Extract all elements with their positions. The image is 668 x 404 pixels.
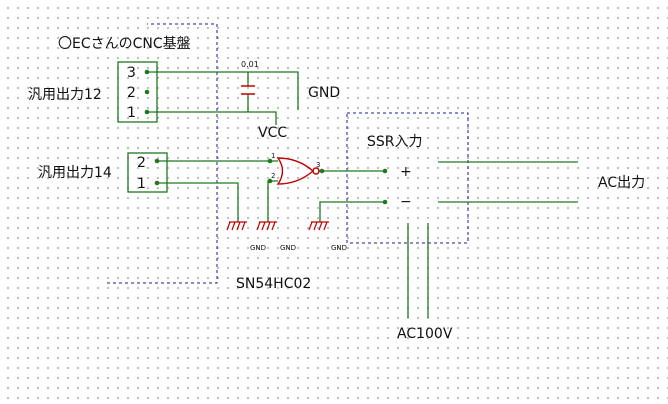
gnd-net-label: GND — [308, 85, 340, 101]
connector-12-pin-3: 3 — [127, 65, 136, 81]
ground-label-1: GND — [250, 244, 266, 252]
board-title: 〇ECさんのCNC基盤 — [58, 35, 191, 52]
ssr-plus-label: + — [400, 164, 412, 180]
ac-input-label: AC100V — [397, 326, 453, 342]
conn14-pin2-dot — [154, 158, 160, 164]
connector-12-pin-2: 2 — [127, 85, 136, 101]
connector-12-label: 汎用出力12 — [28, 87, 102, 103]
ground-symbol-3 — [308, 221, 329, 231]
capacitor-value: 0.01 — [241, 60, 259, 69]
ground-symbol-1 — [226, 221, 247, 231]
ssr-plus-dot — [382, 168, 388, 174]
connector-12-box — [117, 61, 158, 123]
connector-14-label: 汎用出力14 — [38, 165, 112, 181]
wires — [147, 71, 578, 318]
node-dots — [144, 69, 388, 205]
ground-symbol-2 — [256, 221, 277, 231]
gate-in2-dot — [267, 178, 273, 184]
gate-part-label: SN54HC02 — [236, 276, 311, 292]
pin-1-dot — [144, 109, 150, 115]
gate-in1-dot — [267, 158, 273, 164]
connector-14-pin-2: 2 — [137, 155, 146, 171]
capacitor — [241, 85, 255, 95]
gate-pin-3: 3 — [316, 161, 320, 169]
gate-pin-2: 2 — [271, 172, 275, 180]
ground-label-3: GND — [331, 244, 347, 252]
ssr-minus-label: − — [400, 194, 412, 210]
ac-output-label: AC出力 — [598, 175, 645, 191]
nor-gate — [276, 157, 320, 185]
ssr-label: SSR入力 — [367, 134, 423, 150]
conn14-pin1-dot — [154, 180, 160, 186]
connector-14-box — [127, 152, 168, 193]
vcc-net-label: VCC — [258, 125, 287, 141]
pin-2-dot — [144, 89, 150, 95]
gate-pin-1: 1 — [271, 152, 275, 160]
cnc-board-boundary — [107, 23, 218, 284]
connector-12-pin-1: 1 — [127, 105, 136, 121]
gate-out-dot — [319, 168, 325, 174]
ssr-boundary — [346, 112, 469, 244]
ground-label-2: GND — [280, 244, 296, 252]
connector-14-pin-1: 1 — [137, 176, 146, 192]
ssr-minus-dot — [382, 199, 388, 205]
pin-3-dot — [144, 69, 150, 75]
